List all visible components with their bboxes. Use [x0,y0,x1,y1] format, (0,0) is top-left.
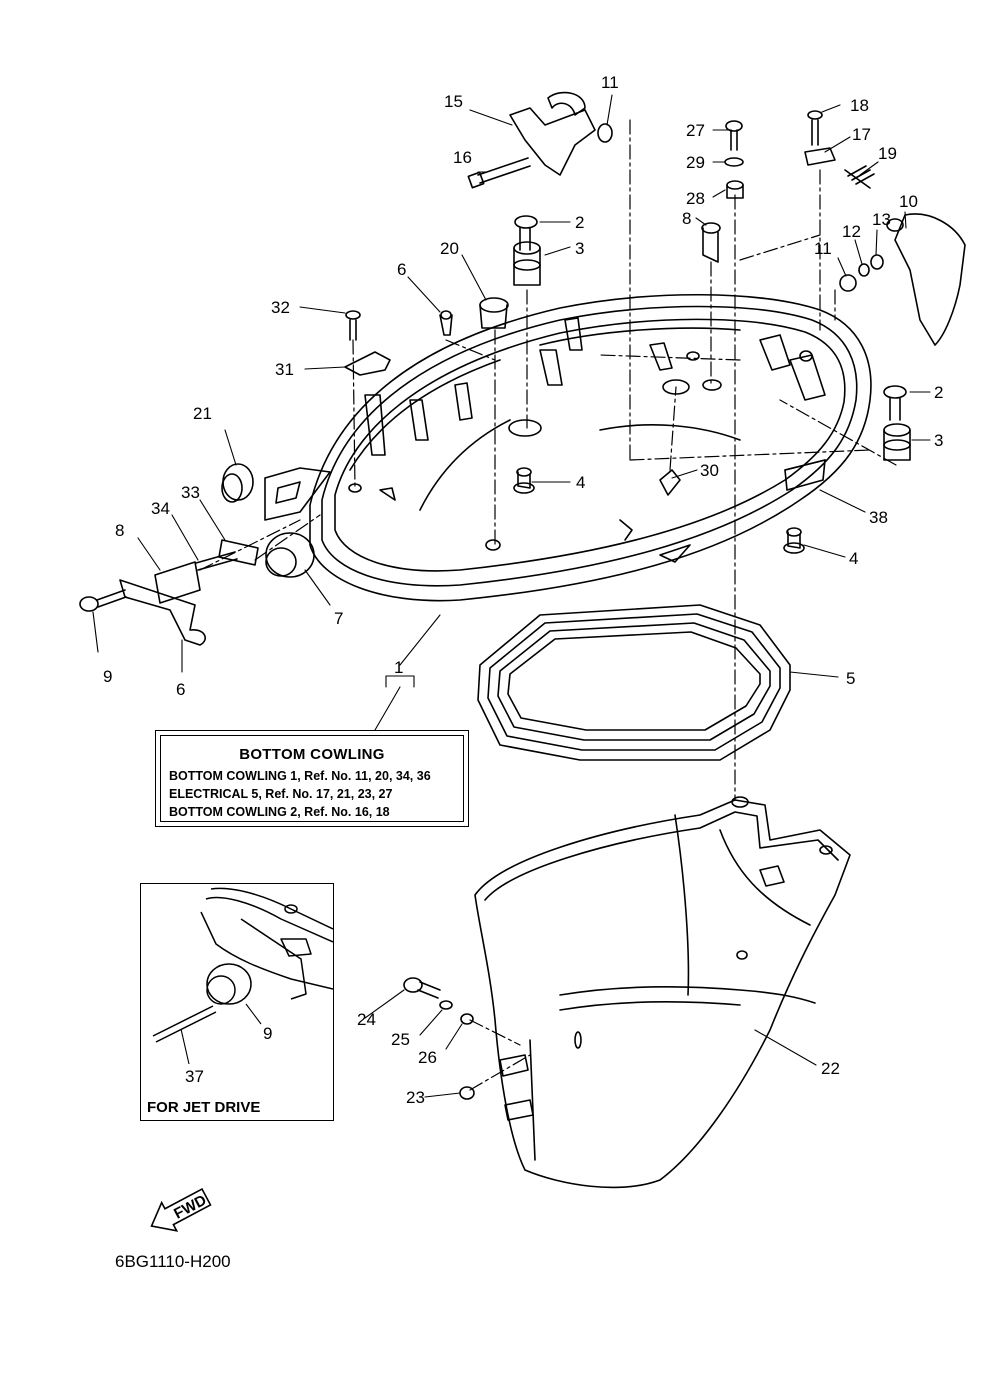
part-label: 4 [849,549,858,568]
part-label: 6 [397,260,406,279]
legend-line: BOTTOM COWLING 2, Ref. No. 16, 18 [169,805,390,819]
parts-legend-frame: BOTTOM COWLING BOTTOM COWLING 1, Ref. No… [160,735,464,822]
part-label: 5 [846,669,855,688]
part-label: 3 [934,431,943,450]
part-label: 26 [418,1048,437,1067]
leader-lines [92,94,931,1098]
part-label: 23 [406,1088,425,1107]
legend-line: BOTTOM COWLING 1, Ref. No. 11, 20, 34, 3… [169,769,431,783]
part-label: 20 [440,239,459,258]
part-number-labels: 15 11 16 27 29 28 8 2 3 20 6 32 31 18 17… [103,73,943,1107]
part-label: 29 [686,153,705,172]
part-label: 4 [576,473,585,492]
part-label: 27 [686,121,705,140]
legend-title: BOTTOM COWLING [239,746,385,763]
part-label: 37 [185,1067,204,1086]
part-label: 38 [869,508,888,527]
part-label: 8 [115,521,124,540]
part-label: 12 [842,222,861,241]
jet-drive-inset-drawing: 9 37 [152,887,334,1086]
part-label: 9 [263,1024,272,1043]
part-label: 25 [391,1030,410,1049]
part-label: 31 [275,360,294,379]
part-label: 6 [176,680,185,699]
seal-part [477,604,791,761]
part-label: 2 [934,383,943,402]
part-label: 13 [872,210,891,229]
part-label: 19 [878,144,897,163]
bottom-cowling-part [264,293,872,602]
lower-cowling-part [474,796,851,1189]
part-label: 9 [103,667,112,686]
part-label: 7 [334,609,343,628]
drawing-code: 6BG1110-H200 [115,1252,231,1271]
part-label: 21 [193,404,212,423]
fwd-arrow-icon: FWD [150,1187,212,1232]
part-label: 30 [700,461,719,480]
assembly-lines [199,119,897,1091]
part-label: 15 [444,92,463,111]
legend-line: ELECTRICAL 5, Ref. No. 17, 21, 23, 27 [169,787,393,801]
part-label: 18 [850,96,869,115]
part-label: 33 [181,483,200,502]
part-label: 2 [575,213,584,232]
part-label: 3 [575,239,584,258]
parts-legend-box: BOTTOM COWLING BOTTOM COWLING 1, Ref. No… [155,730,469,827]
part-label: 11 [601,73,619,92]
part-label: 8 [682,209,691,228]
jet-drive-inset: 9 37 FOR JET DRIVE [140,883,334,1121]
inset-caption: FOR JET DRIVE [147,1099,261,1116]
part-label: 34 [151,499,170,518]
part-label: 24 [357,1010,376,1029]
part-label: 32 [271,298,290,317]
part-label: 11 [814,239,832,258]
group-label: 1 [394,658,403,677]
part-label: 17 [852,125,871,144]
part-label: 10 [899,192,918,211]
part-label: 22 [821,1059,840,1078]
small-parts [79,91,966,1100]
part-label: 16 [453,148,472,167]
part-label: 28 [686,189,705,208]
